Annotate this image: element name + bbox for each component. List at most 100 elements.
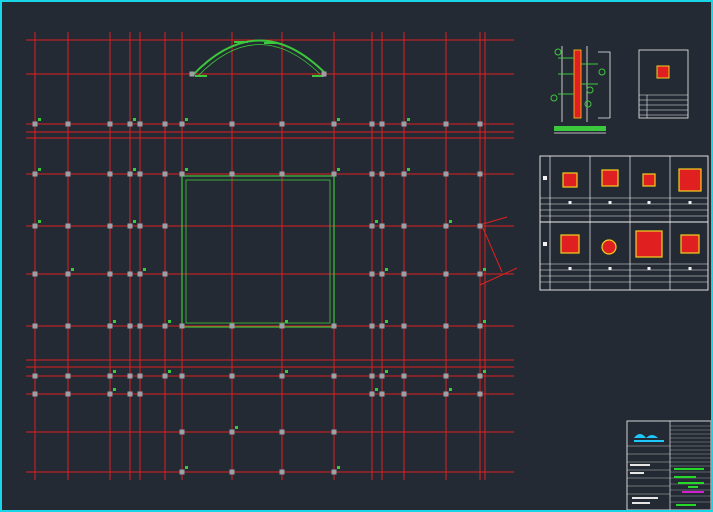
square-column-icon [477, 171, 483, 177]
square-column-icon [279, 373, 285, 379]
square-column-icon [107, 391, 113, 397]
title-block-text-green [674, 476, 696, 478]
arc-label [264, 42, 278, 44]
square-column-icon [107, 171, 113, 177]
round-column-section-icon [601, 239, 617, 255]
rebar-marker [550, 94, 558, 102]
square-column-icon [279, 171, 285, 177]
title-block-text-magenta [682, 491, 704, 493]
column-tag [71, 268, 74, 271]
square-column-icon [162, 223, 168, 229]
section-table [638, 49, 689, 119]
axis-grid-layer [26, 32, 518, 480]
square-column-icon [369, 373, 375, 379]
column-schedule-table [539, 155, 709, 291]
column-tag [133, 168, 136, 171]
leader-line [482, 216, 508, 225]
column-tag [185, 168, 188, 171]
square-column-icon [162, 171, 168, 177]
square-column-icon [137, 223, 143, 229]
square-column-icon [369, 323, 375, 329]
column-tag [483, 320, 486, 323]
arc-wall-inner [197, 44, 321, 77]
square-column-icon [401, 373, 407, 379]
square-column-icon [127, 271, 133, 277]
square-column-icon [331, 171, 337, 177]
square-column-icon [331, 469, 337, 475]
title-block-text [632, 502, 650, 504]
square-column-icon [279, 469, 285, 475]
title-block-text [630, 472, 644, 474]
square-column-icon [379, 121, 385, 127]
square-column-icon [127, 121, 133, 127]
column-tag [375, 388, 378, 391]
square-column-icon [443, 223, 449, 229]
square-column-icon [477, 373, 483, 379]
column-tag [113, 320, 116, 323]
square-column-icon [379, 223, 385, 229]
rebar-marker [598, 68, 606, 76]
square-column-icon [65, 121, 71, 127]
square-column-icon [401, 223, 407, 229]
column-tag [38, 168, 41, 171]
square-column-icon [321, 71, 327, 77]
square-column-icon [107, 323, 113, 329]
column-tag [385, 370, 388, 373]
square-column-icon [65, 223, 71, 229]
leader-line [479, 267, 518, 286]
schedule-mark [647, 201, 651, 204]
column-tag [375, 220, 378, 223]
square-column-icon [107, 271, 113, 277]
title-block [626, 420, 711, 510]
square-column-icon [379, 391, 385, 397]
column-tag [133, 220, 136, 223]
square-column-icon [179, 121, 185, 127]
column-tag [285, 320, 288, 323]
square-column-icon [279, 323, 285, 329]
detail-layer [539, 46, 709, 291]
square-column-icon [179, 323, 185, 329]
column-section-icon [601, 169, 619, 187]
arc-label [234, 41, 248, 43]
square-column-icon [107, 121, 113, 127]
square-column-icon [331, 121, 337, 127]
square-column-icon [443, 323, 449, 329]
square-column-icon [162, 373, 168, 379]
column-section-icon [562, 172, 578, 188]
square-column-icon [137, 171, 143, 177]
square-column-icon [477, 391, 483, 397]
schedule-row-mark [543, 242, 547, 246]
rebar-marker [586, 86, 594, 94]
square-column-icon [443, 171, 449, 177]
square-column-icon [443, 271, 449, 277]
rebar-marker [554, 48, 562, 56]
square-column-icon [162, 271, 168, 277]
column-tag [407, 168, 410, 171]
square-column-icon [32, 323, 38, 329]
square-column-icon [477, 121, 483, 127]
square-column-icon [331, 429, 337, 435]
square-column-icon [477, 323, 483, 329]
square-column-icon [369, 391, 375, 397]
square-column-icon [369, 121, 375, 127]
section-column-detail [573, 49, 582, 119]
square-column-icon [229, 469, 235, 475]
column-tag [235, 426, 238, 429]
square-column-icon [401, 323, 407, 329]
column-section-icon [678, 168, 702, 192]
logo-underline [634, 440, 664, 442]
square-column-icon [179, 171, 185, 177]
column-tag [385, 320, 388, 323]
schedule-mark [647, 267, 651, 270]
column-section-icon [560, 234, 580, 254]
square-column-icon [162, 323, 168, 329]
square-column-icon [477, 271, 483, 277]
column-tag [168, 370, 171, 373]
schedule-row-mark [543, 176, 547, 180]
square-column-icon [379, 271, 385, 277]
arc-wall [191, 39, 327, 77]
column-tag [337, 466, 340, 469]
square-column-icon [127, 323, 133, 329]
square-column-icon [369, 171, 375, 177]
